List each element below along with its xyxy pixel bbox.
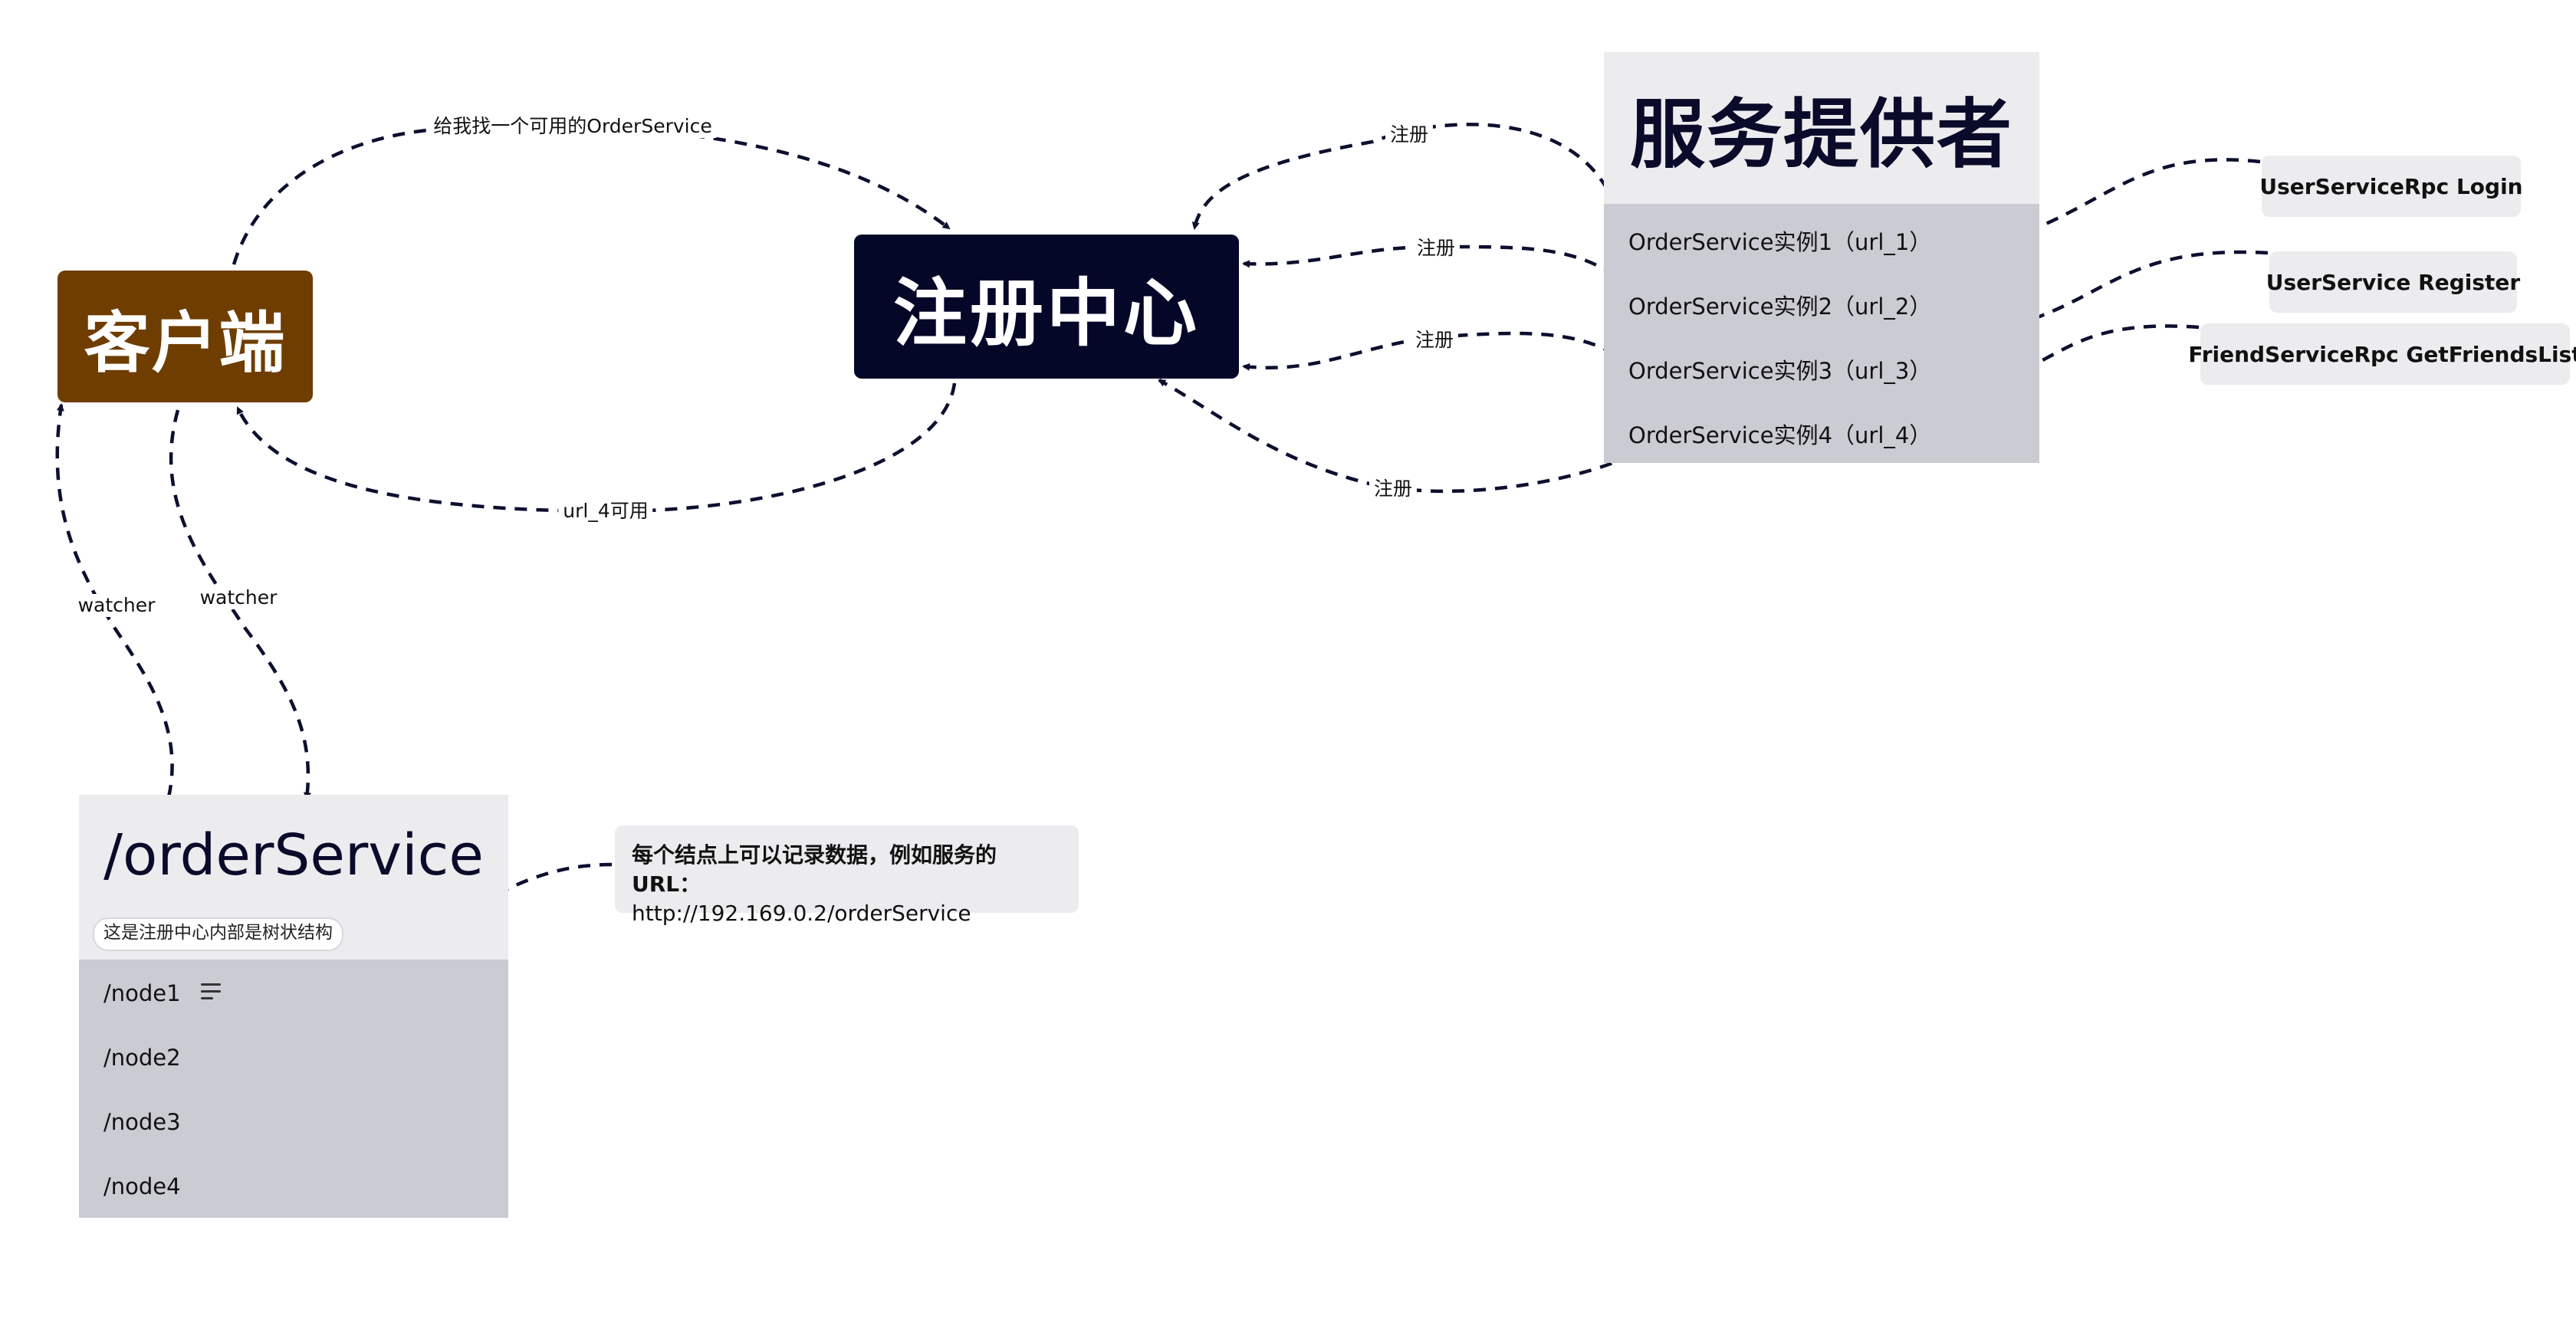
client-node[interactable]: 客户端 [58,271,313,402]
tag-friends-list[interactable]: FriendServiceRpc GetFriendsList [2188,323,2576,385]
tree-child-label: /node1 [104,980,181,1006]
tree-title[interactable]: /orderService [104,822,484,888]
registry-node[interactable]: 注册中心 [854,235,1239,379]
service-instance-list: OrderService实例1（url_1） OrderService实例2（u… [1604,204,2039,463]
service-instance-3[interactable]: OrderService实例3（url_3） [1628,358,1932,384]
edge-label-register-4: 注册 [1368,477,1418,500]
tree-note: 这是注册中心内部是树状结构 [93,917,343,951]
tree-child-node4[interactable]: /node4 [79,1154,508,1219]
edge-label-watcher-down: watcher [195,586,282,609]
service-provider-panel: 服务提供者 OrderService实例1（url_1） OrderServic… [1604,52,2039,463]
edge-label-register-3: 注册 [1410,329,1459,352]
text-lines-icon[interactable] [200,983,222,1000]
callout-line-2: http://192.169.0.2/orderService [632,901,971,926]
service-instance-4[interactable]: OrderService实例4（url_4） [1628,422,1932,448]
edge-label-watcher-up: watcher [73,594,160,617]
tree-child-node3[interactable]: /node3 [79,1090,508,1154]
tree-child-label: /node2 [104,1045,181,1071]
edge-find-service [232,124,951,265]
tree-child-node1[interactable]: /node1 [79,961,508,1025]
tree-child-list: /node1 /node2 /node3 /node4 [79,960,508,1218]
service-instance-1[interactable]: OrderService实例1（url_1） [1628,229,1932,255]
edge-label-register-2: 注册 [1411,237,1460,260]
callout-line-1: 每个结点上可以记录数据，例如服务的URL： [632,842,997,897]
service-instance-2[interactable]: OrderService实例2（url_2） [1628,294,1932,320]
tree-child-label: /node3 [104,1109,181,1135]
order-service-tree-panel: /orderService 这是注册中心内部是树状结构 /node1 /node… [79,795,508,1218]
tag-user-register[interactable]: UserService Register [2266,251,2520,313]
edge-label-register-1: 注册 [1385,123,1434,146]
tree-child-node2[interactable]: /node2 [79,1025,508,1090]
node-data-callout[interactable]: 每个结点上可以记录数据，例如服务的URL： http://192.169.0.2… [615,825,1079,926]
edge-label-url-available: url_4可用 [558,500,653,523]
edge-register-4 [1158,379,1632,494]
tag-user-login[interactable]: UserServiceRpc Login [2259,156,2523,217]
tree-header: /orderService 这是注册中心内部是树状结构 [79,795,508,960]
edge-label-find-service: 给我找一个可用的OrderService [429,115,717,138]
service-provider-title[interactable]: 服务提供者 [1604,52,2039,204]
tree-child-label: /node4 [104,1173,181,1199]
edge-url-available [235,382,957,514]
